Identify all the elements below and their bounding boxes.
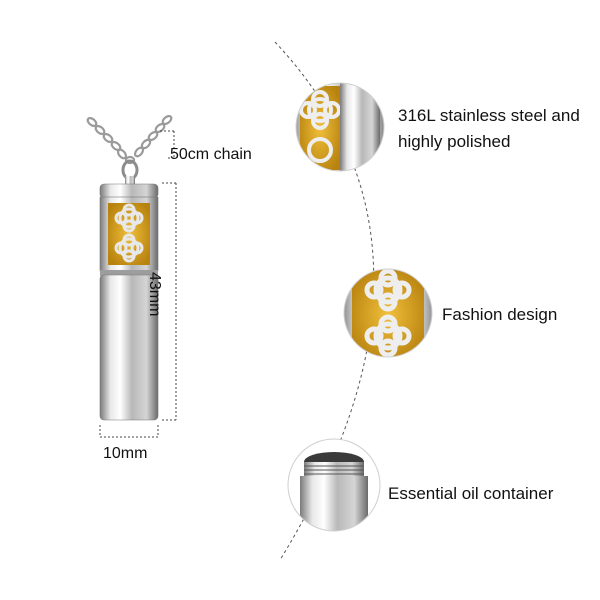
filigree-pattern — [114, 203, 144, 263]
feature-label-steel: 316L stainless steel and highly polished — [398, 106, 580, 151]
width-label: 10mm — [103, 445, 148, 462]
feature-disc-container — [288, 439, 380, 531]
chain-length-label: 50cm chain — [170, 146, 252, 163]
feature-label-container: Essential oil container — [388, 484, 554, 503]
feature-label-design: Fashion design — [442, 305, 558, 324]
dimension-guides — [99, 130, 177, 438]
chain — [86, 114, 173, 165]
feature-disc-steel — [296, 83, 384, 171]
height-label: 43mm — [146, 272, 163, 317]
pendant-cap — [99, 183, 159, 199]
pendant-tube — [99, 274, 159, 421]
feature-disc-design — [344, 269, 432, 357]
